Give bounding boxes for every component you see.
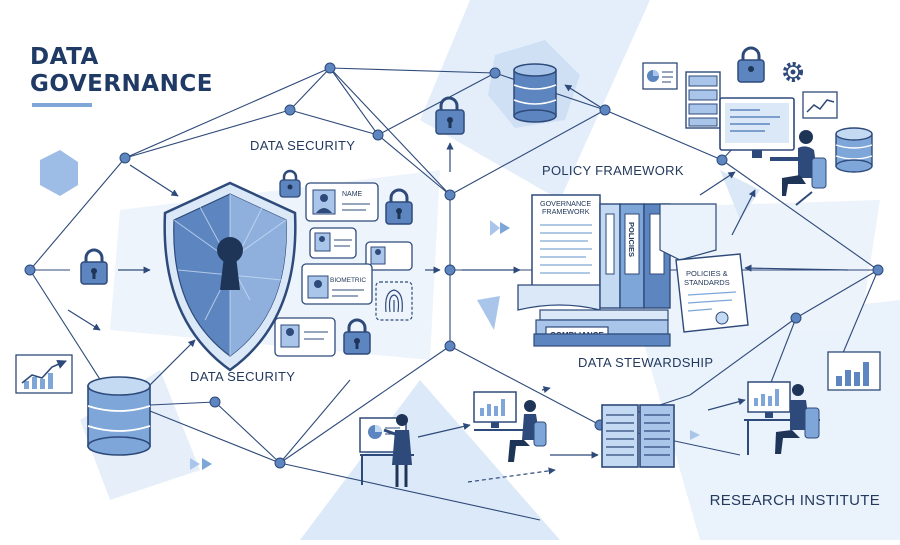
title-line-2: GOVERNANCE — [30, 71, 213, 97]
analyst-workstation-middle — [473, 391, 547, 462]
policies-binder-label: POLICIES — [627, 222, 636, 257]
governance-framework-line2: FRAMEWORK — [542, 207, 590, 216]
analyst-workstation-top — [719, 97, 827, 206]
padlock-icons — [80, 46, 765, 355]
analyst-workstation-bottom-right — [744, 381, 820, 455]
title-underline — [32, 103, 92, 107]
policies-standards-line2: STANDARDS — [684, 278, 730, 287]
id-card-name-label: NAME — [342, 191, 363, 198]
server-tower-icons — [601, 404, 675, 468]
label-data-security-top: DATA SECURITY — [250, 138, 356, 153]
growth-chart-icon — [15, 354, 73, 394]
bar-chart-card-icon — [827, 351, 881, 391]
flow-arrows — [67, 84, 849, 459]
label-policy-framework: POLICY FRAMEWORK — [542, 163, 684, 178]
organization-name: RESEARCH INSTITUTE — [709, 492, 880, 509]
page-title: DATA GOVERNANCE — [30, 44, 213, 98]
security-shield-icon — [163, 181, 297, 372]
database-icon-top — [513, 63, 557, 123]
title-line-1: DATA — [30, 44, 99, 70]
label-data-stewardship: DATA STEWARDSHIP — [578, 355, 714, 370]
id-card-biometric-label: BIOMETRIC — [330, 277, 366, 284]
policies-standards-line1: POLICIES & — [686, 269, 728, 278]
fingerprint-icon — [375, 281, 413, 321]
server-rack-icon — [685, 71, 721, 129]
network-nodes — [24, 62, 884, 469]
line-chart-card-icon — [802, 91, 838, 119]
database-icon-left — [87, 376, 151, 456]
gear-icon — [783, 62, 803, 82]
governance-framework-line1: GOVERNANCE — [540, 199, 591, 208]
policy-documents: GOVERNANCE FRAMEWORK POLICIES POLICIES &… — [517, 194, 749, 347]
id-card-icons: NAME BIOMETRIC — [274, 182, 413, 357]
presenter-workstation — [359, 414, 414, 487]
dashed-flow-arrow — [467, 467, 556, 483]
database-icon-right — [835, 127, 873, 173]
pie-chart-card-icon — [642, 62, 678, 90]
label-data-security-bottom: DATA SECURITY — [190, 369, 296, 384]
